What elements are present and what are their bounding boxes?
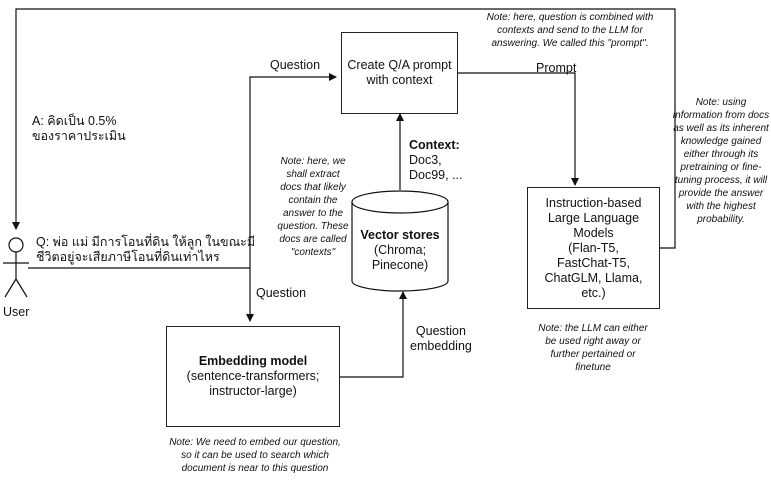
prompt-note: Note: here, question is combined with co… <box>486 12 654 49</box>
vector-store-cylinder <box>351 190 449 292</box>
prompt-label: Prompt <box>536 61 577 75</box>
question-embedding-label: Question embedding <box>410 324 472 353</box>
user-question-text: Q: พ่อ แม่ มีการโอนที่ดิน ให้ลูก ในขณะมี… <box>36 235 256 264</box>
embedding-model-title: Embedding model <box>198 354 308 368</box>
vector-store-label: Vector stores (Chroma; Pinecone) <box>352 228 448 273</box>
prompt-line <box>457 72 579 186</box>
context-docs: Doc3, Doc99, ... <box>409 153 463 182</box>
llm-use-note: Note: the LLM can either be used right a… <box>538 323 648 373</box>
embed-note: Note: We need to embed our question, so … <box>169 437 341 474</box>
context-title: Context: <box>409 138 460 152</box>
context-label: Context: Doc3, Doc99, ... <box>409 138 463 183</box>
context-note: Note: here, we shall extract docs that l… <box>277 156 349 258</box>
embedding-model-subtitle: (sentence-transformers; instructor-large… <box>186 369 320 398</box>
user-question-line <box>28 73 337 269</box>
embedding-model-box: Embedding model (sentence-transformers; … <box>166 326 340 427</box>
qa-prompt-box: Create Q/A prompt with context <box>341 32 458 114</box>
vector-store-title: Vector stores <box>360 228 440 242</box>
question-label-mid: Question <box>256 286 307 300</box>
llm-box: Instruction-based Large Language Models … <box>527 187 660 309</box>
answer-return-line <box>12 8 676 249</box>
vector-store-subtitle: (Chroma; Pinecone) <box>371 243 429 272</box>
user-icon <box>3 237 29 298</box>
llm-note: Note: using information from docs as wel… <box>672 97 770 225</box>
user-label: User <box>3 305 30 319</box>
question-label-top: Question <box>270 58 321 72</box>
embedding-to-vector-line <box>340 291 407 378</box>
answer-text: A: คิดเป็น 0.5% ของราคาประเมิน <box>32 114 126 143</box>
